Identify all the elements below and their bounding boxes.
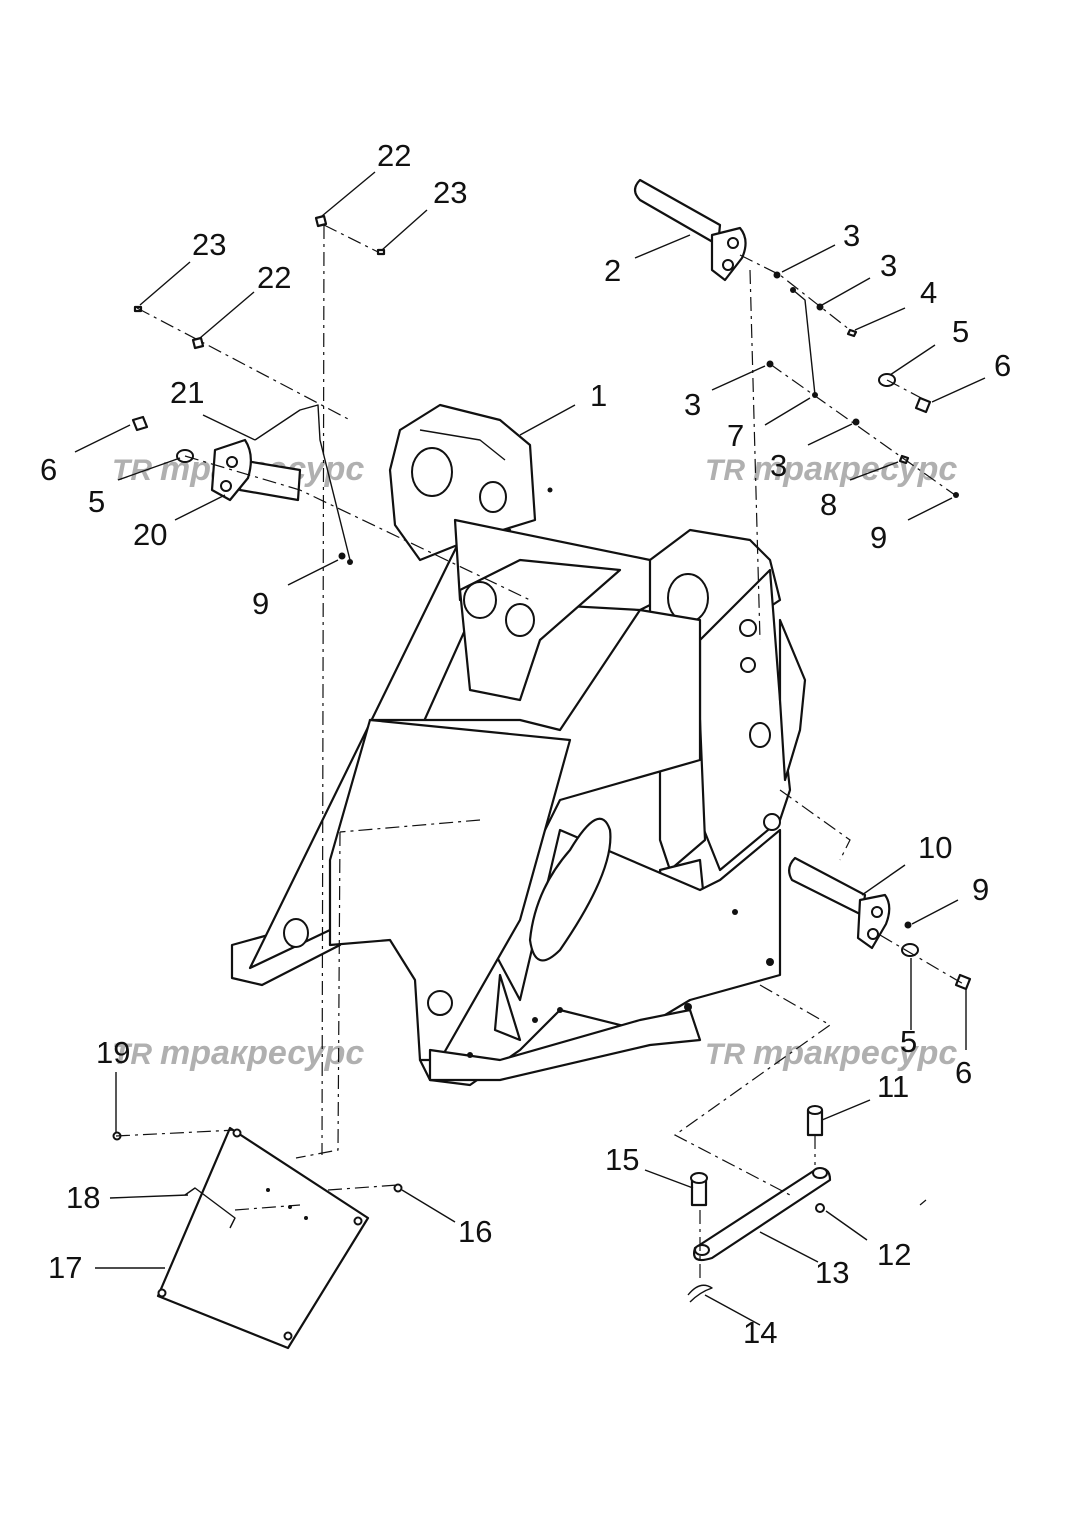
callout-13: 13 [815,1255,849,1290]
callout-labels: 1 2 3 3 3 3 4 5 5 5 6 6 6 7 8 9 9 9 10 1… [40,138,1011,1350]
callout-17: 17 [48,1250,82,1285]
callout-22: 22 [257,260,291,295]
callout-10: 10 [918,830,952,865]
watermark-top-right: TR тракресурс [705,450,957,488]
hardware-small-parts [112,214,972,1193]
pin-part-10 [788,856,891,950]
callout-21: 21 [170,375,204,410]
handle-part-18 [184,1187,236,1229]
main-loader-frame [230,403,807,1087]
watermark-logo: TR [705,1038,745,1071]
callout-2: 2 [604,253,621,288]
callout-16: 16 [458,1214,492,1249]
callout-3: 3 [843,218,860,253]
callout-5: 5 [952,314,969,349]
watermark-text: тракресурс [753,450,957,488]
callout-9: 9 [972,872,989,907]
pin-part-2 [633,178,747,282]
callout-4: 4 [920,275,937,310]
watermark-bottom-left: TR тракресурс [112,1034,364,1072]
callout-9: 9 [252,586,269,621]
watermark-bottom-right: TR тракресурс [705,1034,957,1072]
assembly-centerlines [115,224,966,1280]
callout-22: 22 [377,138,411,173]
callout-6: 6 [994,348,1011,383]
callout-15: 15 [605,1142,639,1177]
callout-9: 9 [870,520,887,555]
watermark-text: тракресурс [753,1034,957,1072]
pin-part-20 [210,438,302,502]
callout-6: 6 [955,1055,972,1090]
callout-3: 3 [880,248,897,283]
callout-14: 14 [743,1315,777,1350]
callout-3: 3 [770,448,787,483]
cover-plate-part-17 [156,1126,370,1350]
callout-1: 1 [590,378,607,413]
callout-5: 5 [900,1024,917,1059]
callout-19: 19 [96,1035,130,1070]
callout-6: 6 [40,452,57,487]
watermark-logo: TR [112,1038,152,1071]
cable-part-21 [254,404,353,565]
callout-18: 18 [66,1180,100,1215]
watermark-logo: TR [705,454,745,487]
leader-lines [74,171,986,1326]
callout-12: 12 [877,1237,911,1272]
watermark-text: тракресурс [160,1034,364,1072]
callout-11: 11 [877,1069,909,1104]
callout-20: 20 [133,517,167,552]
callout-23: 23 [192,227,226,262]
link-part-13 [687,1105,832,1303]
cable-part-7 [790,287,818,398]
callout-7: 7 [727,418,744,453]
callout-3: 3 [684,387,701,422]
callout-5: 5 [88,484,105,519]
callout-8: 8 [820,487,837,522]
callout-23: 23 [433,175,467,210]
